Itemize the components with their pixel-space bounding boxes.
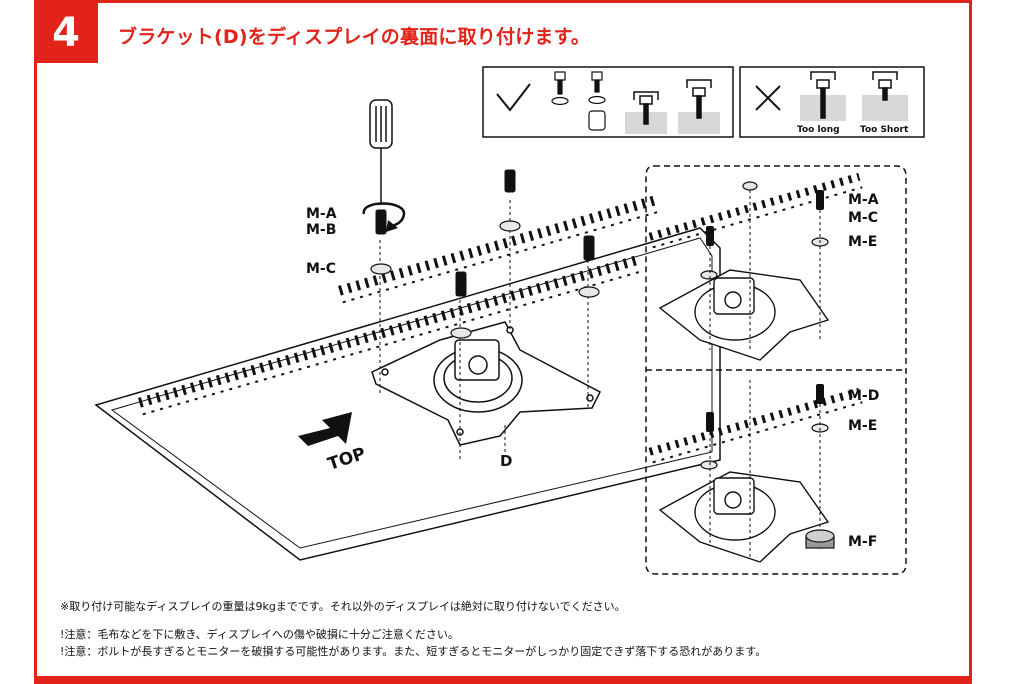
label-ma: M-A	[306, 206, 337, 222]
step-number-badge: 4	[34, 3, 98, 63]
detail-label-md: M-D	[848, 388, 879, 404]
cross-mark-icon	[755, 85, 781, 111]
top-arrow-icon	[298, 412, 352, 446]
detail-panel: M-A M-C M-E M-D M-E M-F	[645, 165, 907, 575]
detail-label-me-lower: M-E	[848, 418, 877, 434]
check-mark-icon	[496, 83, 531, 112]
bracket-d-label: D	[500, 452, 512, 470]
bolt-length-guide: Too long Too Short	[482, 66, 925, 138]
detail-label-me-upper: M-E	[848, 234, 877, 250]
label-mc: M-C	[306, 261, 336, 277]
detail-label-ma: M-A	[848, 192, 879, 208]
screwdriver-icon	[369, 99, 393, 205]
detail-label-mf: M-F	[848, 534, 877, 550]
top-rule	[34, 0, 972, 3]
caution-note-blanket: !注意：毛布などを下に敷き、ディスプレイへの傷や破損に十分ご注意ください。	[60, 628, 459, 641]
weight-limit-note: ※取り付け可能なディスプレイの重量は9kgまでです。それ以外のディスプレイは絶対…	[60, 600, 626, 613]
bracket-d	[371, 321, 601, 446]
caution-note-bolt-length: !注意：ボルトが長すぎるとモニターを破損する可能性があります。また、短すぎるとモ…	[60, 645, 767, 658]
label-mb: M-B	[306, 222, 336, 238]
step-title: ブラケット(D)をディスプレイの裏面に取り付けます。	[118, 26, 591, 48]
bottom-rule	[34, 676, 972, 684]
detail-label-mc: M-C	[848, 210, 878, 226]
page-frame	[34, 0, 972, 684]
too-long-label: Too long	[797, 125, 840, 135]
too-short-label: Too Short	[860, 125, 909, 135]
